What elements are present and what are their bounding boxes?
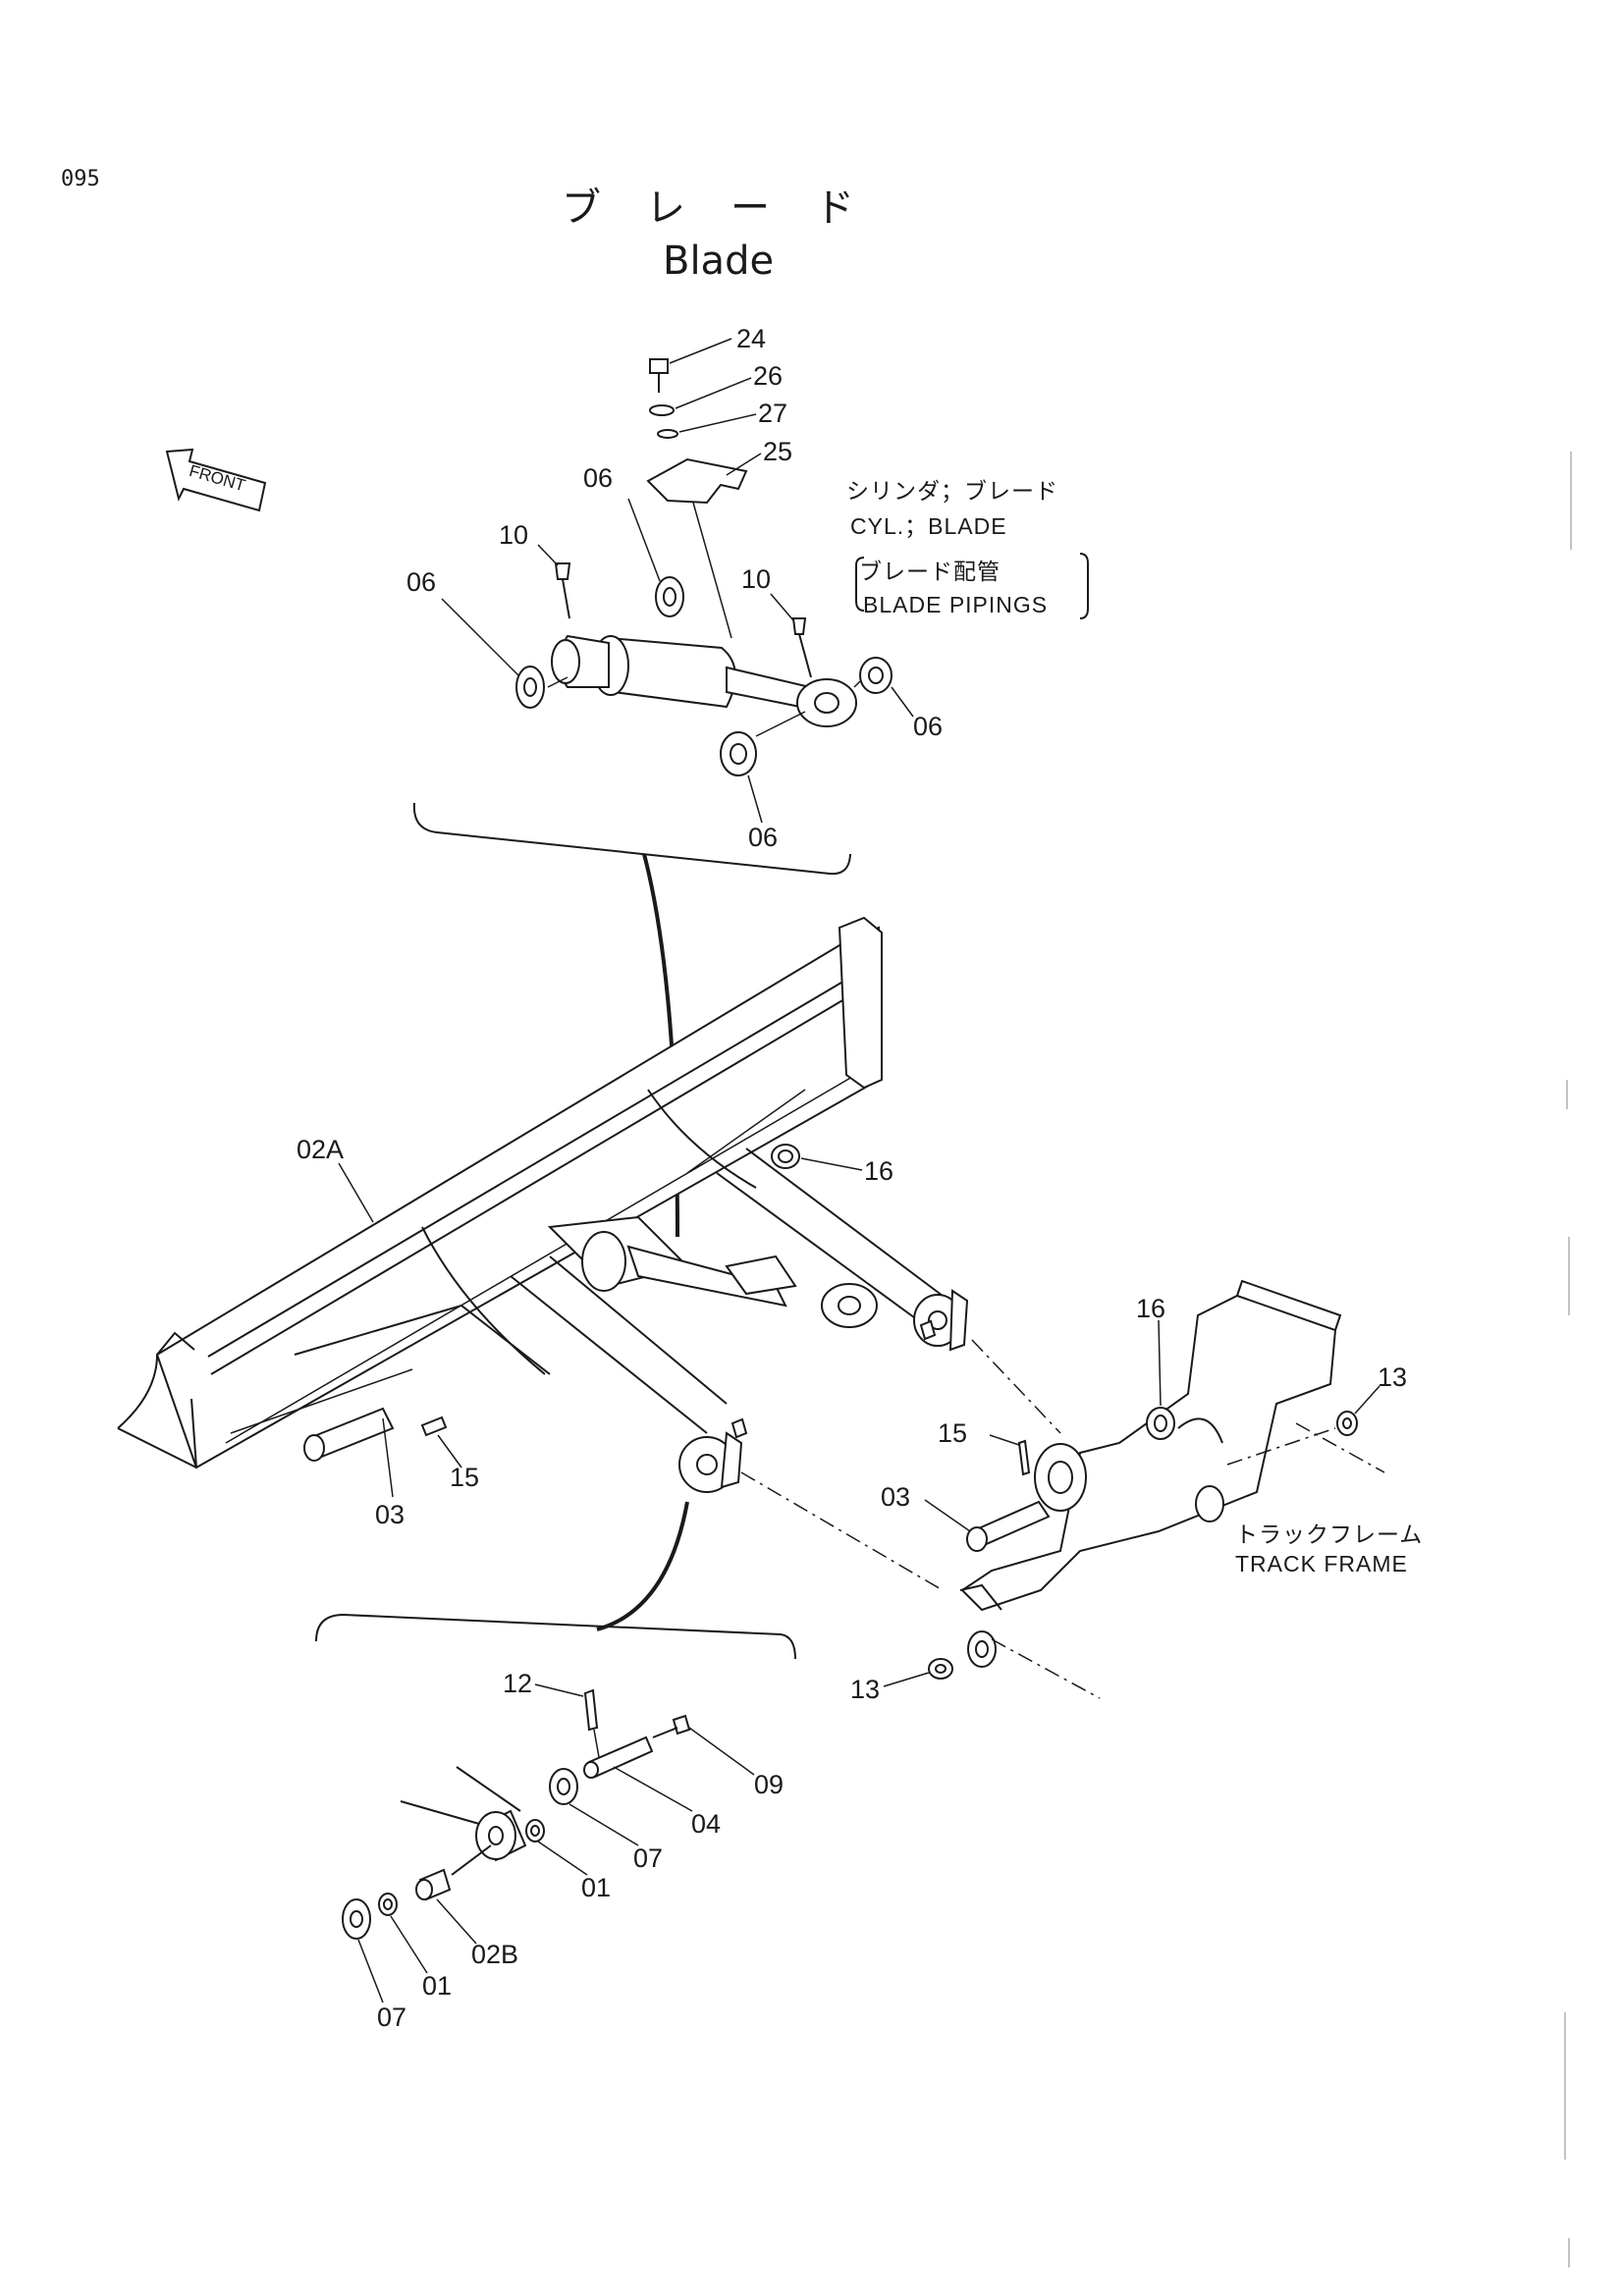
group-note-line1: シリンダ；ブレード — [846, 478, 1058, 504]
svg-text:FRONT: FRONT — [188, 461, 248, 495]
callout-06-left: 06 — [406, 567, 437, 597]
group-note-bracket-right — [1079, 553, 1089, 619]
callout-10-right: 10 — [741, 564, 772, 594]
callout-12: 12 — [503, 1669, 533, 1698]
callout-26: 26 — [753, 361, 784, 391]
callout-04: 04 — [691, 1809, 722, 1839]
callout-27: 27 — [758, 399, 788, 428]
callout-10-left: 10 — [499, 520, 529, 550]
track-frame-label-jp: トラックフレーム — [1235, 1522, 1424, 1547]
group-note-line2: CYL.；BLADE — [850, 513, 1007, 539]
group-note-line3: ブレード配管 — [859, 559, 1001, 584]
callout-24: 24 — [736, 324, 767, 353]
bottom-detail-bracket — [315, 1613, 796, 1660]
callout-07-right: 07 — [633, 1843, 664, 1873]
callout-06-right: 06 — [913, 712, 944, 741]
callout-03-left: 03 — [375, 1500, 406, 1529]
pin-detail — [342, 1683, 755, 2003]
callout-07-left: 07 — [377, 2002, 407, 2032]
group-note-line4: BLADE PIPINGS — [863, 592, 1049, 617]
title-japanese: ブレード — [562, 186, 899, 231]
callout-16-upper: 16 — [864, 1156, 894, 1186]
callout-15-right: 15 — [938, 1418, 968, 1448]
push-frame — [303, 1144, 1061, 1591]
title-english: Blade — [663, 239, 775, 284]
callout-25: 25 — [763, 437, 793, 466]
top-detail-bracket — [412, 802, 851, 876]
blade-cylinder — [441, 338, 914, 824]
front-arrow-icon: FRONT — [165, 448, 267, 512]
group-note-bracket-left — [855, 557, 865, 612]
callout-13-right: 13 — [1378, 1362, 1408, 1392]
arm-leader-curve — [596, 1501, 689, 1631]
callout-06-bottom: 06 — [748, 823, 779, 852]
callout-02A: 02A — [297, 1135, 345, 1164]
callout-03-right: 03 — [881, 1482, 911, 1512]
callout-01-left: 01 — [422, 1971, 453, 2001]
track-frame — [883, 1279, 1385, 1699]
callout-15-left: 15 — [450, 1463, 480, 1492]
callout-09: 09 — [754, 1770, 784, 1799]
callout-06-top: 06 — [583, 463, 614, 493]
page-number: 095 — [61, 167, 100, 191]
blade-02A — [117, 916, 883, 1469]
callout-01-right: 01 — [581, 1873, 612, 1902]
callout-16-lower: 16 — [1136, 1294, 1166, 1323]
scan-margin-marks — [1564, 452, 1572, 2268]
track-frame-label-en: TRACK FRAME — [1235, 1551, 1408, 1576]
callout-13-left: 13 — [850, 1675, 881, 1704]
callout-02B: 02B — [471, 1940, 519, 1969]
